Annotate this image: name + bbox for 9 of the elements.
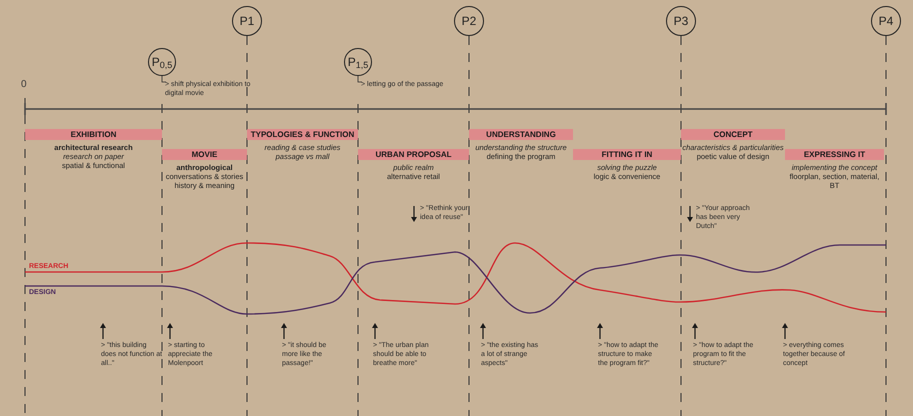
phase-heading: EXHIBITION <box>25 129 162 140</box>
phase-heading: MOVIE <box>162 149 247 160</box>
phase-heading: FITTING IT IN <box>573 149 681 160</box>
phase-heading: TYPOLOGIES & FUNCTION <box>247 129 358 140</box>
phase-heading: CONCEPT <box>681 129 785 140</box>
axis-label: 0 <box>21 78 28 92</box>
phase-heading: URBAN PROPOSAL <box>358 149 469 160</box>
phase-heading: EXPRESSING IT <box>785 149 884 160</box>
phase-heading: UNDERSTANDING <box>469 129 573 140</box>
